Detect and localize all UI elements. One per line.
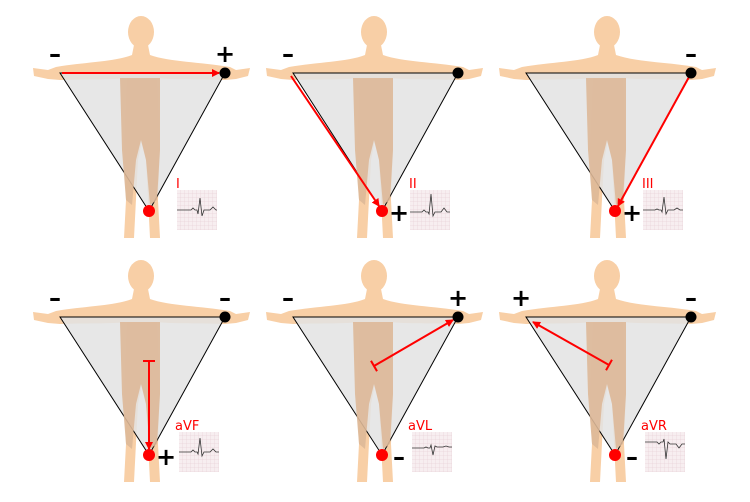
bottom-polarity-sign: + [156,443,176,471]
vector-origin-tee [370,360,378,372]
ecg-waveform [645,438,685,460]
left-leg-electrode [376,205,388,217]
torso-shading [120,78,160,205]
torso-shading [353,322,393,449]
head [361,260,387,292]
left-arm-electrode [452,311,464,323]
lead-label: aVR [641,419,667,434]
head [594,16,620,48]
lead-panel-ii: – +II [266,16,483,238]
ecg-trace-thumbnail [645,432,685,472]
left-leg-electrode [143,449,155,461]
lead-label: aVL [408,419,433,434]
left-polarity-sign: – [49,284,61,312]
ecg-trace-thumbnail [643,190,683,230]
ecg-trace-thumbnail [412,432,452,472]
lead-vector-arrow [290,75,380,207]
left-arm-electrode [452,67,464,79]
left-leg-electrode [143,205,155,217]
left-polarity-sign: + [511,284,531,312]
lead-vector-arrow [617,76,690,207]
left-leg-electrode [609,205,621,217]
ecg-waveform [643,196,683,216]
head [128,260,154,292]
right-polarity-sign: + [215,40,235,68]
torso-shading [586,78,626,205]
left-leg-electrode [609,449,621,461]
lead-label: aVF [175,419,199,434]
right-polarity-sign: – [219,284,231,312]
left-polarity-sign: – [282,284,294,312]
ecg-trace-thumbnail [410,190,450,230]
torso-shading [353,78,393,205]
bottom-polarity-sign: – [626,443,638,471]
torso-shading [586,322,626,449]
ecg-trace-thumbnail [179,432,219,472]
ecg-trace-thumbnail [177,190,217,230]
left-arm-electrode [219,67,231,79]
lead-label: III [642,177,654,192]
lead-panel-avr: +––aVR [499,260,716,482]
right-polarity-sign: – [685,284,697,312]
ecg-paper [410,190,450,230]
left-arm-electrode [685,311,697,323]
ecg-waveform [412,443,452,456]
lead-vector-arrow [532,321,610,366]
bottom-polarity-sign: + [622,199,642,227]
bottom-polarity-sign: – [393,443,405,471]
left-arm-electrode [685,67,697,79]
lead-vector-arrow [373,319,454,367]
head [361,16,387,48]
left-arm-electrode [219,311,231,323]
left-polarity-sign: – [282,40,294,68]
lead-label: I [176,177,180,192]
right-polarity-sign: – [685,40,697,68]
ecg-waveform [179,437,219,458]
lead-panel-avl: –+–aVL [266,260,483,482]
lead-label: II [409,177,417,192]
lead-panel-iii: – +III [499,16,716,238]
head [594,260,620,292]
ecg-waveform [410,193,450,218]
bottom-polarity-sign: + [389,199,409,227]
ecg-waveform [177,197,217,217]
right-polarity-sign: + [448,284,468,312]
lead-panel-i: – + I [33,16,250,238]
left-polarity-sign: – [49,40,61,68]
left-leg-electrode [376,449,388,461]
vector-origin-tee [605,359,613,371]
lead-panel-avf: – – + aVF [33,260,250,482]
head [128,16,154,48]
